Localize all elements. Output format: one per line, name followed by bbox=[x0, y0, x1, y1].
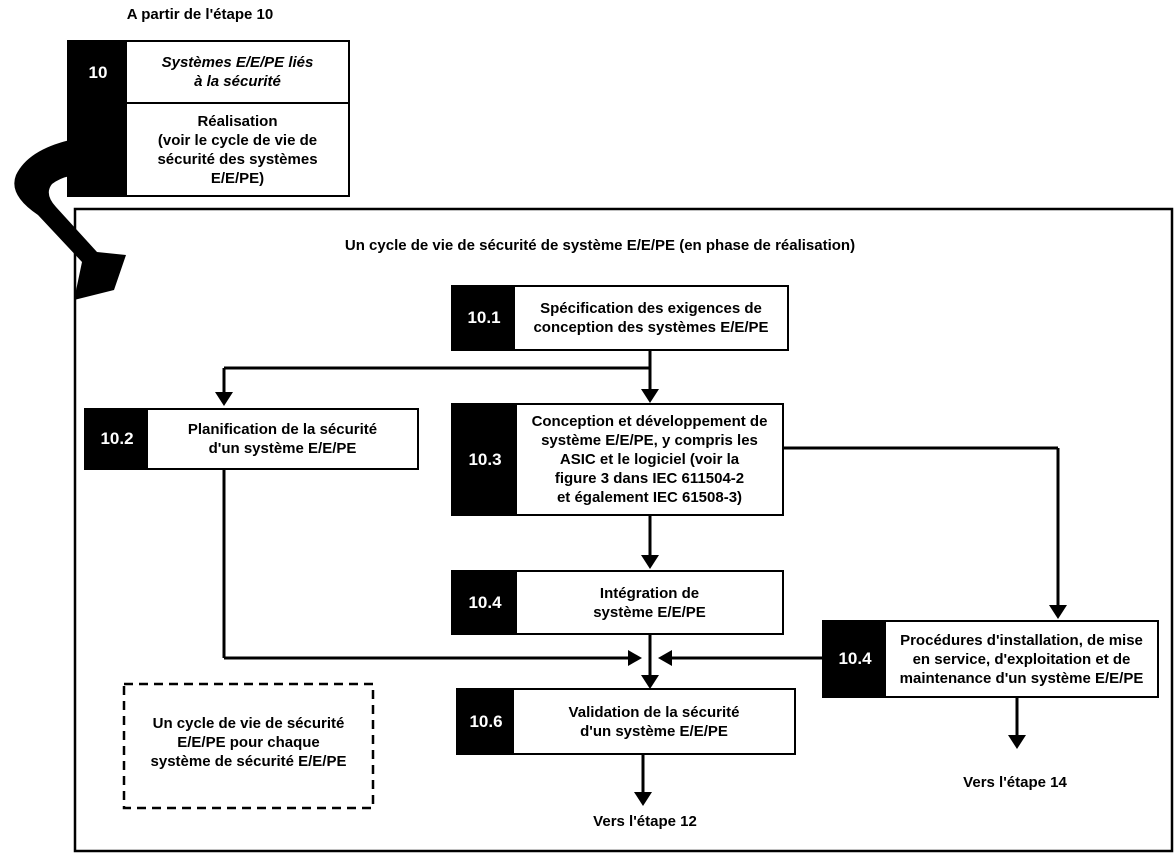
lifecycle-frame bbox=[73, 207, 1174, 853]
box-10-5-number: 10.4 bbox=[824, 622, 886, 696]
frame-title: Un cycle de vie de sécurité de système E… bbox=[344, 237, 856, 254]
from-step-label: A partir de l'étape 10 bbox=[126, 6, 274, 23]
output-step-12: Vers l'étape 12 bbox=[593, 813, 697, 830]
output-step-14: Vers l'étape 14 bbox=[963, 774, 1067, 791]
box-10-4-label: Intégration de système E/E/PE bbox=[593, 584, 706, 621]
box-10-6-label: Validation de la sécurité d'un système E… bbox=[568, 703, 740, 740]
arrowhead-from-105 bbox=[658, 650, 672, 666]
step-10-body: Réalisation (voir le cycle de vie de séc… bbox=[157, 112, 318, 187]
entry-arrow bbox=[14, 104, 127, 300]
box-10-1: 10.1 Spécification des exigences de conc… bbox=[451, 285, 789, 351]
step-10-number-shade bbox=[69, 104, 127, 195]
box-10-5: 10.4 Procédures d'installation, de mise … bbox=[822, 620, 1159, 698]
step-10-box: 10 Systèmes E/E/PE liés à la sécurité Ré… bbox=[67, 40, 350, 197]
box-10-3: 10.3 Conception et développement de syst… bbox=[451, 403, 784, 516]
box-10-2-label: Planification de la sécurité d'un systèm… bbox=[187, 421, 378, 457]
box-10-3-number: 10.3 bbox=[453, 405, 517, 514]
arrowhead-to-104 bbox=[641, 555, 659, 569]
arrowhead-to-102 bbox=[215, 392, 233, 406]
arrowhead-to-105 bbox=[1049, 605, 1067, 619]
box-10-1-number: 10.1 bbox=[453, 287, 515, 349]
box-10-2-number: 10.2 bbox=[86, 410, 148, 468]
box-10-3-label: Conception et développement de système E… bbox=[531, 413, 768, 506]
box-10-4: 10.4 Intégration de système E/E/PE bbox=[451, 570, 784, 635]
note-dashed-border bbox=[122, 682, 375, 810]
arrowhead-to-step14 bbox=[1008, 735, 1026, 749]
box-10-4-number: 10.4 bbox=[453, 572, 517, 633]
arrowhead-from-102 bbox=[628, 650, 642, 666]
box-10-6: 10.6 Validation de la sécurité d'un syst… bbox=[456, 688, 796, 755]
arrowhead-to-step12 bbox=[634, 792, 652, 806]
box-10-1-label: Spécification des exigences de conceptio… bbox=[533, 300, 769, 336]
arrowhead-to-106 bbox=[641, 675, 659, 689]
box-10-6-number: 10.6 bbox=[458, 690, 514, 753]
box-10-5-label: Procédures d'installation, de mise en se… bbox=[899, 631, 1144, 687]
step-10-number: 10 bbox=[69, 42, 127, 106]
arrowhead-to-103 bbox=[641, 389, 659, 403]
box-10-2: 10.2 Planification de la sécurité d'un s… bbox=[84, 408, 419, 470]
note-text: Un cycle de vie de sécurité E/E/PE pour … bbox=[150, 715, 347, 770]
step-10-title: Systèmes E/E/PE liés à la sécurité bbox=[127, 42, 348, 104]
